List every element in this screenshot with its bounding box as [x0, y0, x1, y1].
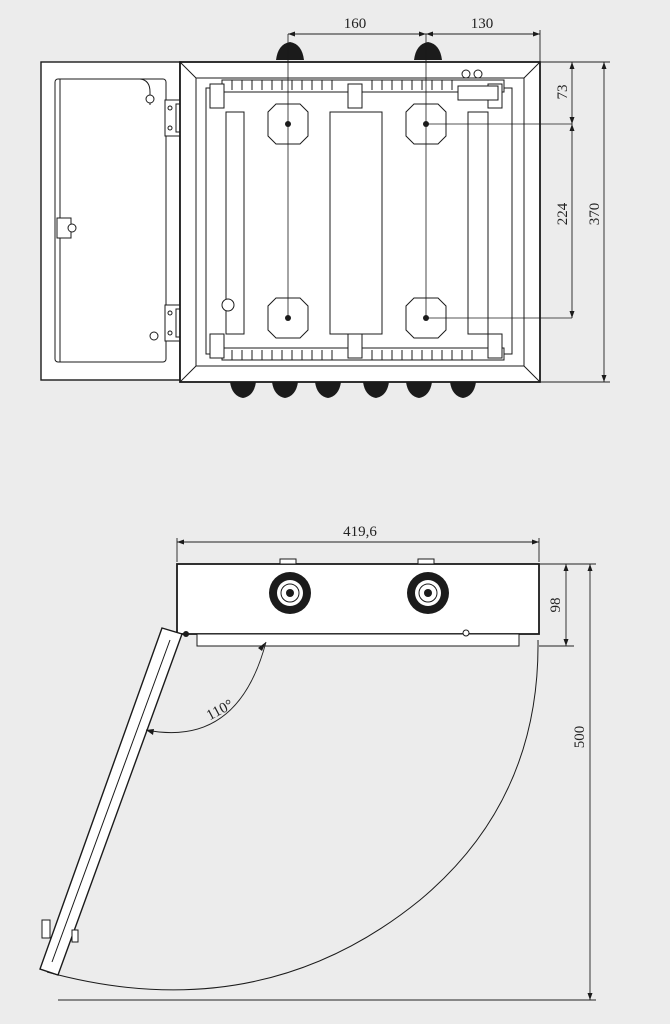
dim-73-label: 73: [555, 85, 571, 100]
glands-bottom: [230, 382, 476, 398]
dim-500-label: 500: [572, 726, 588, 749]
dim-419-label: 419,6: [343, 524, 377, 540]
din-rail-bottom: [221, 347, 505, 361]
dim-370-label: 370: [587, 203, 603, 226]
open-door: [40, 61, 181, 381]
ground-stud: [221, 298, 235, 312]
dim-224-label: 224: [555, 202, 571, 225]
vertical-profiles: [225, 111, 489, 335]
dim-right: 73 224 370: [540, 61, 610, 383]
thermostat: [457, 69, 499, 101]
dim-top-right: 98 500: [58, 563, 596, 1001]
dim-130-label: 130: [471, 16, 494, 32]
door-lock: [56, 217, 77, 239]
dim-width: 419,6: [176, 524, 540, 562]
glands-face: [269, 572, 449, 614]
enclosure-top: [176, 558, 540, 647]
din-rail-top: [221, 79, 505, 93]
dim-160-label: 160: [344, 16, 367, 32]
glands-top: [276, 42, 442, 60]
angle-label: 110°: [204, 697, 236, 724]
door-swing-arc: [46, 639, 539, 991]
door-top-view: [39, 627, 189, 976]
dim-98-label: 98: [548, 598, 564, 613]
dim-top: 160 130: [288, 16, 541, 62]
top-view: 110° 419,6 98 500: [39, 524, 596, 1001]
front-view: 160 130 73 224 370: [40, 16, 610, 398]
